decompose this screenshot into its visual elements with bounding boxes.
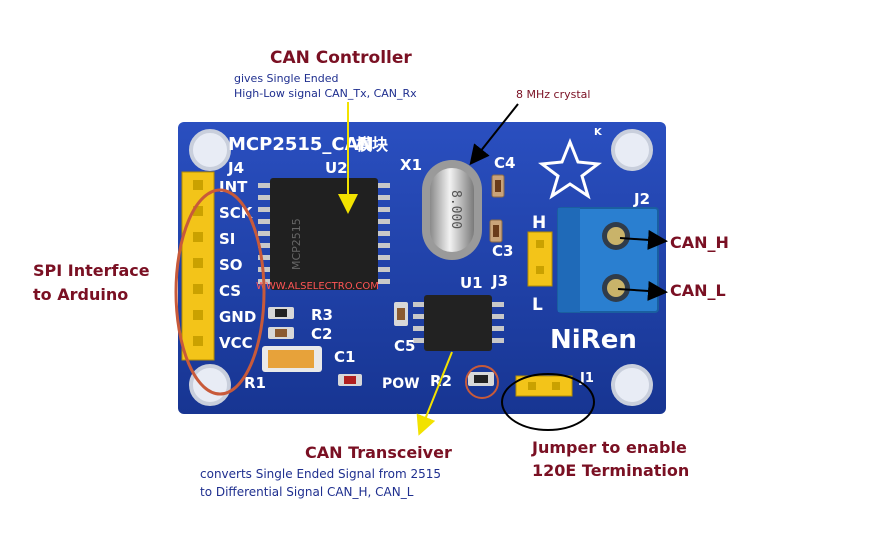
spi-pin-header <box>181 171 215 361</box>
crystal-label: 8 MHz crystal <box>516 88 591 101</box>
r2-highlight-circle <box>465 365 499 399</box>
crystal-arrow <box>469 103 519 166</box>
can-transceiver-desc-line1: converts Single Ended Signal from 2515 <box>200 467 442 481</box>
crystal-x1 <box>422 160 482 260</box>
can-l-arrow <box>617 280 668 301</box>
crystal-marking: 8.000 <box>448 190 463 229</box>
watermark: WWW.ALSELECTRO.COM <box>256 281 379 292</box>
spi-label-line2: to Arduino <box>33 285 129 304</box>
spi-pin-labels: INT SCK SI SO CS GND VCC <box>219 178 256 352</box>
jumper-label-line2: 120E Termination <box>532 461 690 480</box>
j3-header <box>527 231 553 287</box>
x1-label: X1 <box>400 156 422 174</box>
pow-label: POW <box>382 376 420 392</box>
c3-label: C3 <box>492 242 513 260</box>
j1-jumper <box>515 375 573 397</box>
r1-label: R1 <box>244 374 266 392</box>
pin-label: VCC <box>219 334 253 352</box>
pin-label: CS <box>219 282 241 300</box>
transceiver-arrow <box>416 351 453 436</box>
can-l-label: CAN_L <box>670 281 726 300</box>
smd-components <box>262 174 505 386</box>
k-mark: K <box>594 127 603 138</box>
u2-label: U2 <box>325 159 348 177</box>
c1-label: C1 <box>334 348 355 366</box>
board-chinese-mark: 模块 <box>356 135 389 154</box>
j1-label: J1 <box>579 371 594 386</box>
can-controller-title: CAN Controller <box>270 48 412 68</box>
transceiver-chip <box>413 295 504 351</box>
can-transceiver-title: CAN Transceiver <box>305 443 452 462</box>
u1-label: U1 <box>460 274 483 292</box>
jumper-highlight-ellipse <box>501 373 595 431</box>
pin-label: GND <box>219 308 256 326</box>
chip-u2-marking: MCP2515 <box>290 218 303 270</box>
j4-label: J4 <box>227 159 244 177</box>
r3-label: R3 <box>311 306 333 324</box>
mounting-holes <box>189 129 653 406</box>
spi-highlight-ellipse <box>174 188 266 396</box>
j3-label: J3 <box>491 272 508 290</box>
mcp2515-chip <box>258 178 390 290</box>
can-h-label: CAN_H <box>670 233 729 252</box>
board-title: MCP2515_CAN <box>228 134 374 155</box>
j2-label: J2 <box>633 190 650 208</box>
h-label: H <box>532 213 546 233</box>
can-transceiver-desc-line2: to Differential Signal CAN_H, CAN_L <box>200 485 414 499</box>
c2-label: C2 <box>311 325 332 343</box>
c5-label: C5 <box>394 337 415 355</box>
jumper-label-line1: Jumper to enable <box>532 438 687 457</box>
can-controller-desc-line2: High-Low signal CAN_Tx, CAN_Rx <box>234 87 417 100</box>
brand-label: NiRen <box>550 325 637 355</box>
pin-label: SI <box>219 230 235 248</box>
can-terminal-block <box>557 207 659 313</box>
spi-label-line1: SPI Interface <box>33 261 150 280</box>
can-h-arrow <box>619 229 668 250</box>
l-label: L <box>532 295 543 315</box>
niren-logo-icon <box>538 137 602 200</box>
c4-label: C4 <box>494 154 515 172</box>
pin-label: SO <box>219 256 243 274</box>
can-controller-desc-line1: gives Single Ended <box>234 72 339 85</box>
